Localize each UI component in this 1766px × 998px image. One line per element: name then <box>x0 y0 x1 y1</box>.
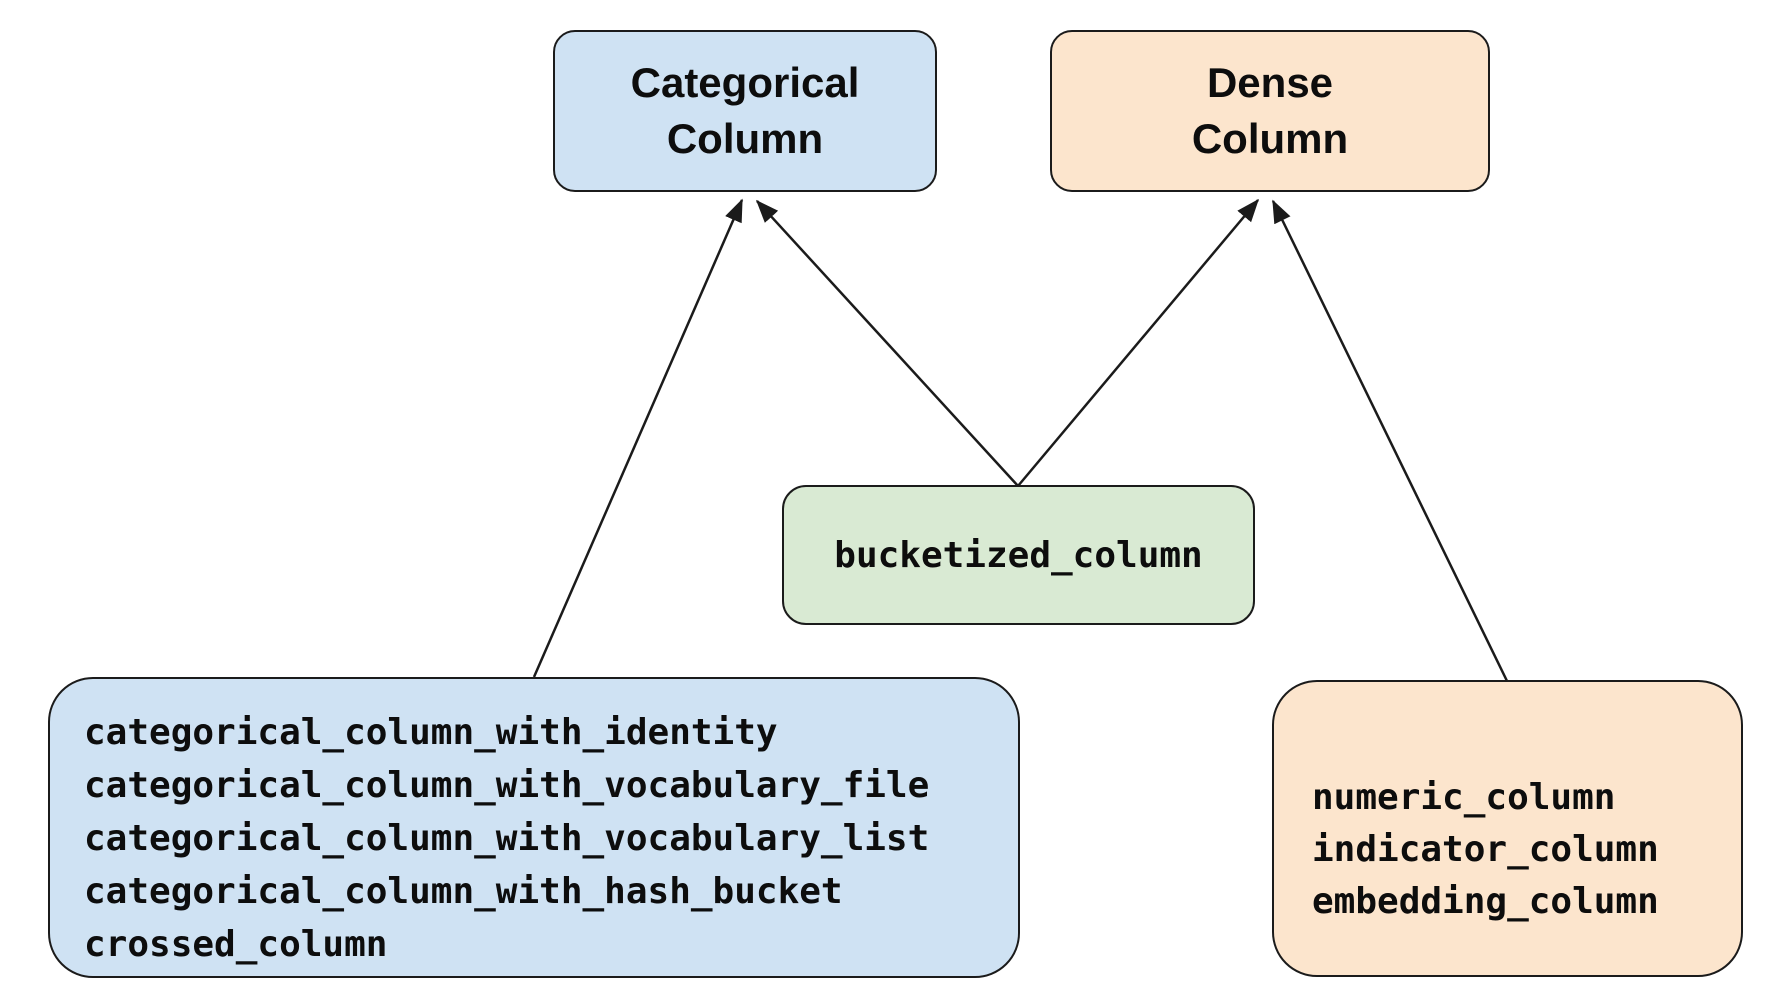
categorical-function-item: crossed_column <box>84 924 388 965</box>
categorical-function-item: categorical_column_with_identity <box>84 712 778 753</box>
categorical-function-item: categorical_column_with_vocabulary_list <box>84 818 930 859</box>
categorical-column-label-line1: Categorical <box>630 59 860 106</box>
dense-column-node: Dense Column <box>1050 30 1490 192</box>
bucketized-column-label: bucketized_column <box>834 534 1203 576</box>
categorical-function-item: categorical_column_with_hash_bucket <box>84 871 843 912</box>
edge-dense-group-to-dense-parent <box>1271 199 1509 682</box>
dense-function-item: numeric_column <box>1312 777 1616 818</box>
categorical-column-node: Categorical Column <box>553 30 937 192</box>
dense-function-item: indicator_column <box>1312 829 1659 870</box>
dense-column-label-line1: Dense <box>1206 59 1334 106</box>
bucketized-column-node: bucketized_column <box>782 485 1255 625</box>
categorical-functions-node: categorical_column_with_identity categor… <box>48 677 1020 978</box>
edge-bucketized-to-dense-parent <box>1017 198 1259 487</box>
categorical-function-item: categorical_column_with_vocabulary_file <box>84 765 930 806</box>
dense-functions-node: numeric_column indicator_column embeddin… <box>1272 680 1743 977</box>
categorical-column-label-line2: Column <box>666 115 824 162</box>
dense-function-item: embedding_column <box>1312 881 1659 922</box>
dense-column-label-line2: Column <box>1191 115 1349 162</box>
edge-categorical-group-to-categorical-parent <box>532 198 744 678</box>
edge-bucketized-to-categorical-parent <box>755 199 1019 487</box>
